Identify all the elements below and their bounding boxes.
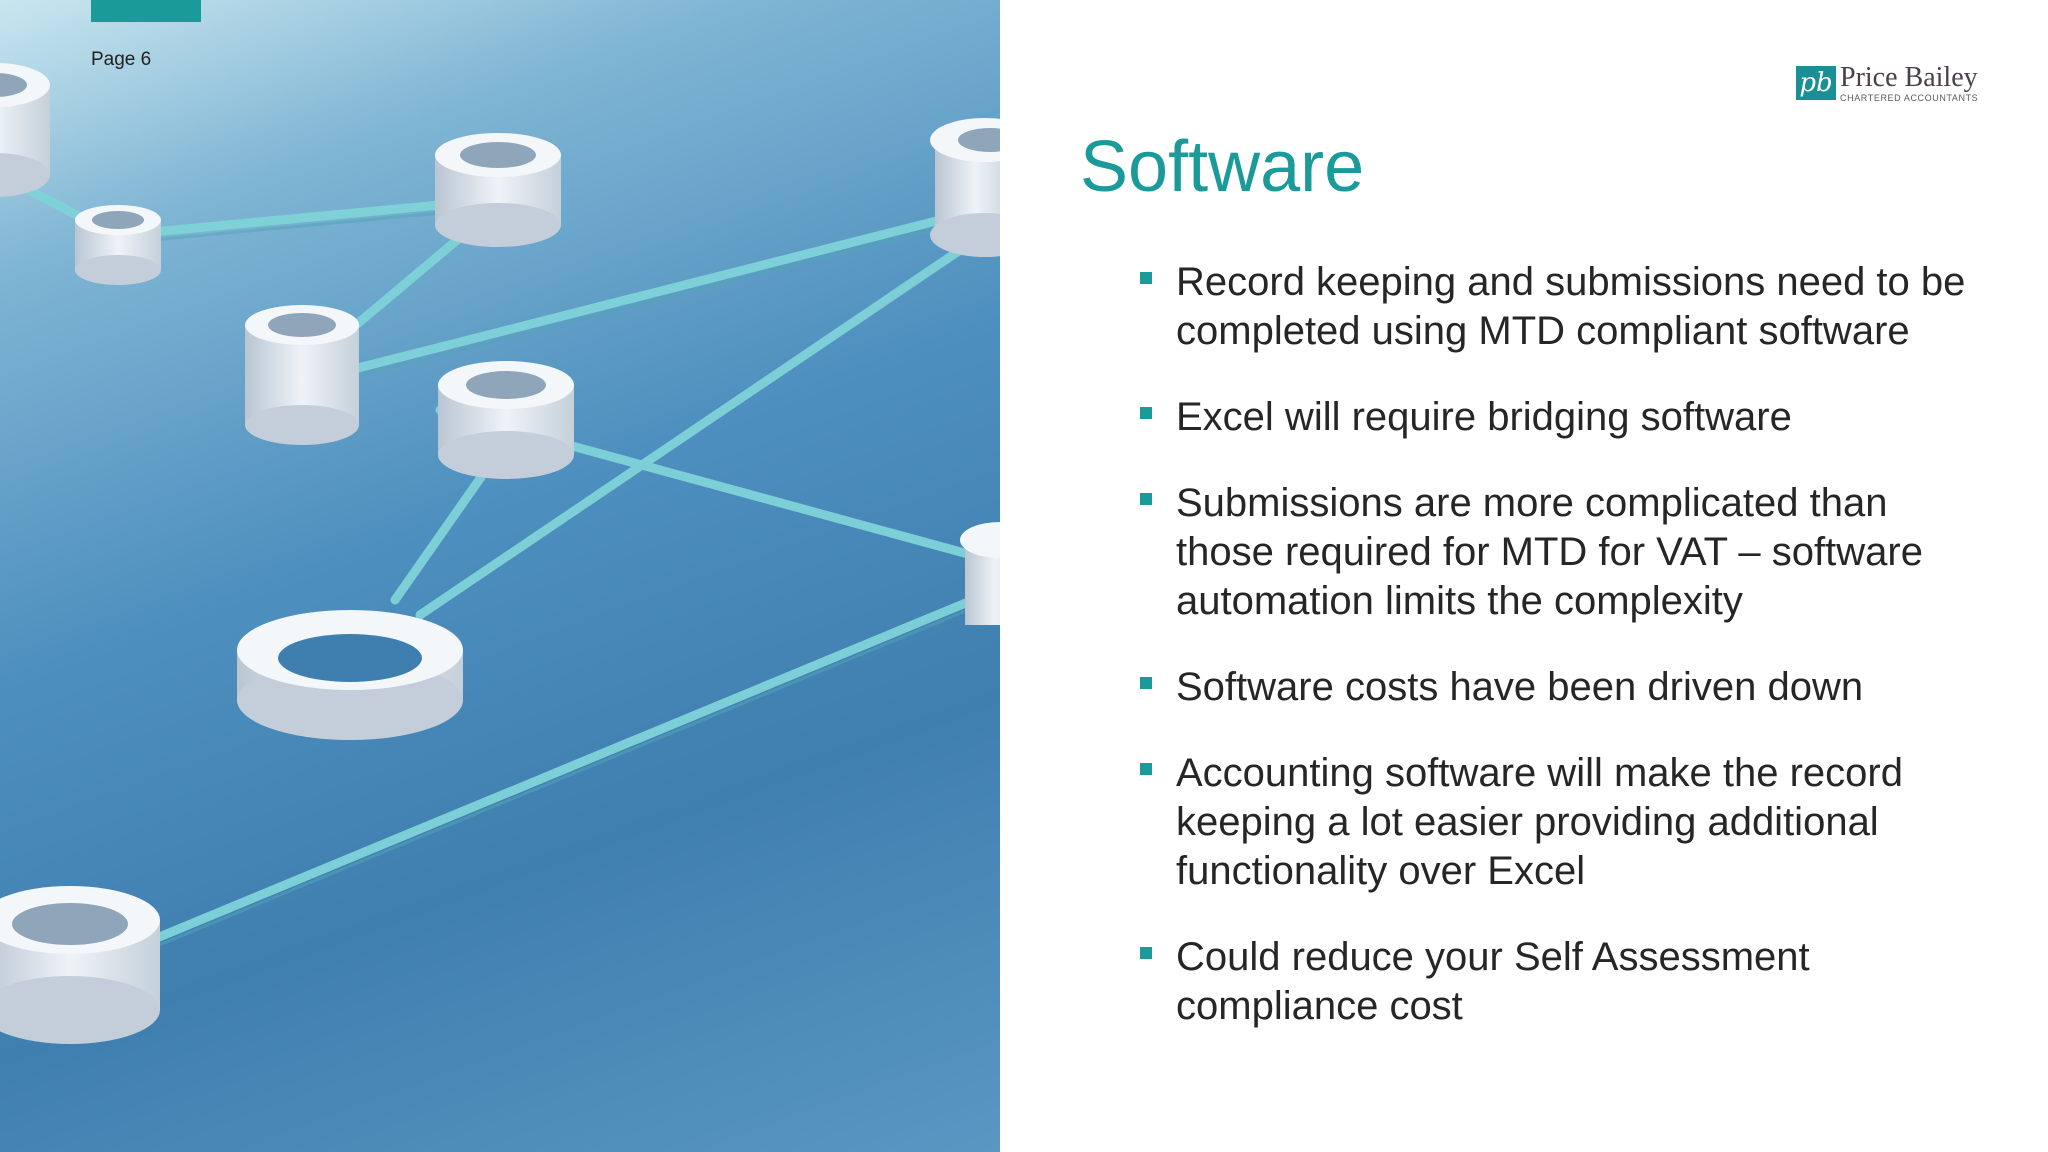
bullet-text: Submissions are more complicated than th… [1176,481,1923,623]
square-bullet-icon [1140,763,1152,775]
bullet-text: Excel will require bridging software [1176,395,1792,439]
node-group [0,63,1000,1044]
bullet-text: Could reduce your Self Assessment compli… [1176,935,1810,1028]
bullet-item: Record keeping and submissions need to b… [1140,258,1980,356]
slide-title: Software [1080,127,1365,207]
bullet-item: Accounting software will make the record… [1140,749,1980,896]
network-graphic [0,63,1000,1044]
bullet-text: Accounting software will make the record… [1176,751,1903,893]
logo-mark: pb [1796,66,1836,100]
square-bullet-icon [1140,493,1152,505]
network-illustration [0,0,1000,1152]
bullet-text: Record keeping and submissions need to b… [1176,260,1966,353]
logo-name: Price Bailey [1840,62,1978,93]
square-bullet-icon [1140,272,1152,284]
logo-tagline: CHARTERED ACCOUNTANTS [1840,93,1979,103]
bullet-item: Software costs have been driven down [1140,663,1980,712]
square-bullet-icon [1140,407,1152,419]
bullet-item: Could reduce your Self Assessment compli… [1140,933,1980,1031]
square-bullet-icon [1140,677,1152,689]
price-bailey-logo: pb Price Bailey CHARTERED ACCOUNTANTS [1796,64,1978,106]
bullet-item: Excel will require bridging software [1140,393,1980,442]
square-bullet-icon [1140,947,1152,959]
logo-text: Price Bailey CHARTERED ACCOUNTANTS [1840,62,1979,104]
accent-bar [91,0,201,22]
bullet-item: Submissions are more complicated than th… [1140,479,1980,626]
bullet-text: Software costs have been driven down [1176,665,1864,709]
bullet-list: Record keeping and submissions need to b… [1140,258,1980,1068]
page-number: Page 6 [91,49,152,70]
